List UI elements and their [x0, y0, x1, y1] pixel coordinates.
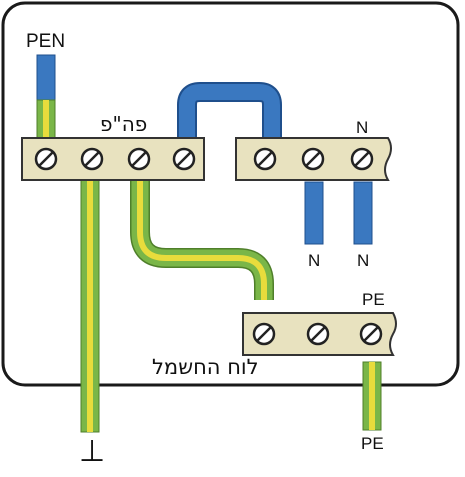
screw-icon — [34, 147, 58, 171]
screw-icon — [80, 147, 104, 171]
neutral-bar-label: N — [356, 118, 369, 137]
ground-symbol-icon: ⊥ — [79, 434, 106, 469]
n-output-wire-right — [353, 181, 373, 245]
n-output-label-right: N — [357, 251, 370, 270]
screw-icon — [301, 147, 325, 171]
screw-icon — [350, 147, 374, 171]
screw-icon — [359, 322, 383, 346]
pen-terminal-label: פה"פ — [100, 112, 148, 136]
pen-wire — [36, 54, 56, 139]
pe-output-label: PE — [361, 434, 384, 453]
pe-bar — [242, 312, 397, 356]
neutral-bar — [235, 137, 392, 181]
screw-icon — [252, 322, 276, 346]
ground-wire — [80, 179, 100, 433]
screw-icon — [306, 322, 330, 346]
pen-label: PEN — [26, 31, 66, 52]
screw-icon — [127, 147, 151, 171]
pe-bar-label: PE — [362, 290, 385, 309]
n-output-wire-left — [304, 181, 324, 245]
n-output-label-left: N — [308, 251, 321, 270]
screw-icon — [172, 147, 196, 171]
panel-label: לוח החשמל — [152, 355, 259, 379]
pen-terminal-bar — [21, 137, 205, 181]
panel-enclosure — [1, 1, 460, 387]
screw-icon — [253, 147, 277, 171]
pe-output-wire — [362, 361, 382, 431]
